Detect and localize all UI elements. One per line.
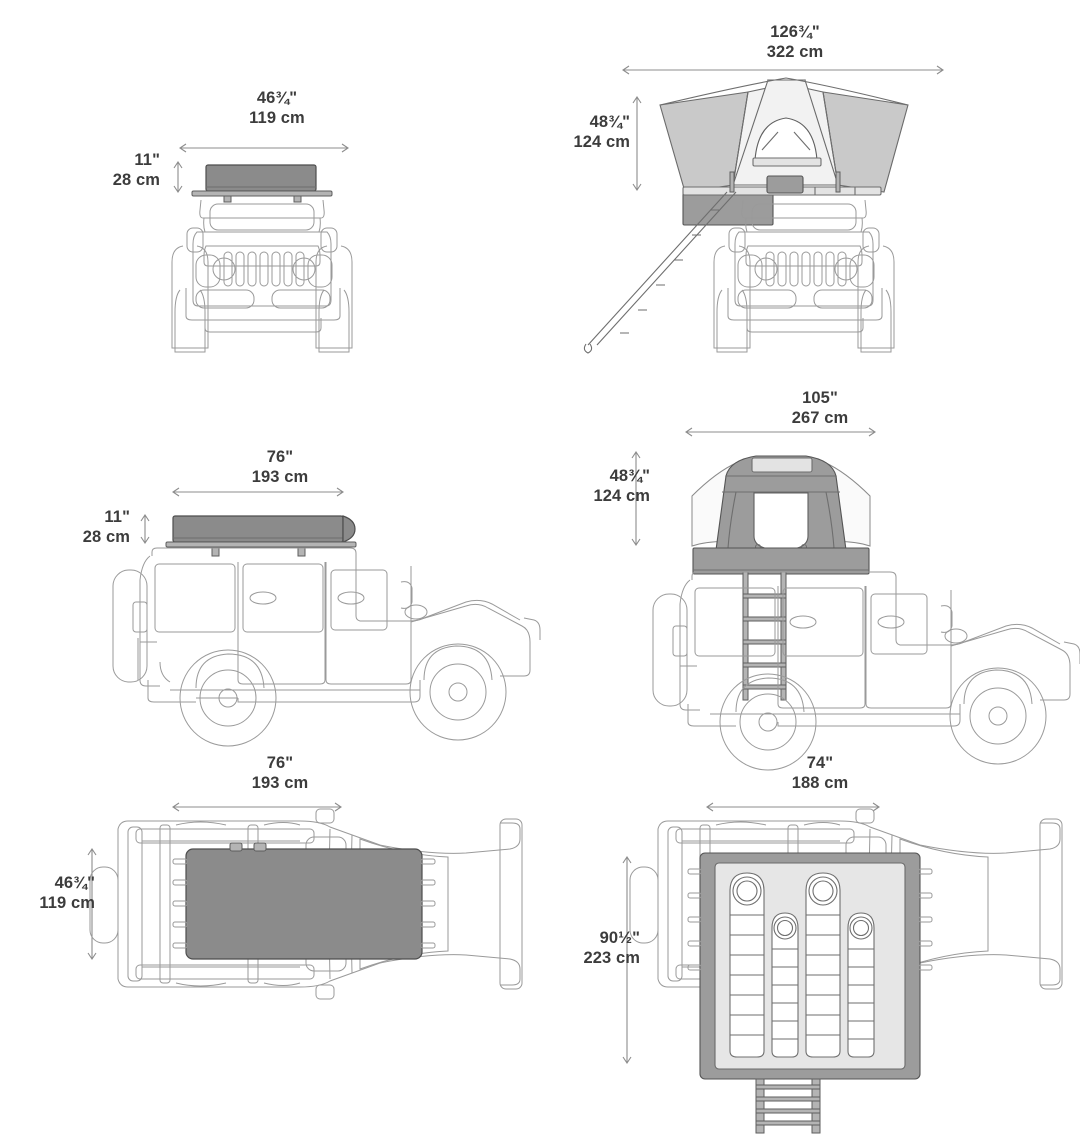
panel-top-open: 74" 188 cm 90½" 223 cm — [540, 754, 1080, 1146]
dim-value-metric: 322 cm — [766, 43, 824, 61]
arrow-width — [87, 848, 97, 960]
jeep-side-outline — [652, 571, 1080, 771]
drawing-top-closed — [87, 802, 523, 1000]
dim-side-open-length: 105" 267 cm — [740, 388, 900, 428]
dim-front-open-height: 48¾" 124 cm — [520, 112, 630, 152]
sleeping-bag-child-1 — [771, 912, 799, 1058]
tent-closed-shell — [205, 164, 317, 192]
tent-closed-footprint — [172, 842, 436, 960]
sleeping-bag-child-2 — [847, 912, 875, 1058]
tent-base — [692, 547, 870, 575]
dim-front-open-width: 126¾" 322 cm — [710, 22, 880, 62]
drawing-side-closed — [112, 487, 541, 747]
ladder — [583, 191, 737, 354]
dim-front-closed-width: 46¾" 119 cm — [197, 88, 357, 128]
dim-value-metric: 193 cm — [251, 468, 309, 486]
jeep-front-outline — [171, 199, 353, 353]
tent-closed-shell — [172, 515, 356, 543]
panel-front-closed: 46¾" 119 cm 11" 28 cm — [0, 0, 540, 380]
dim-value-imperial: 48¾" — [609, 467, 650, 485]
dim-value-imperial: 126¾" — [770, 23, 820, 41]
dim-value-metric: 119 cm — [249, 109, 305, 127]
dim-value-metric: 119 cm — [39, 894, 95, 912]
spare-tire — [112, 569, 148, 683]
drawing-top-open — [622, 802, 1063, 1134]
dim-value-imperial: 76" — [266, 754, 294, 772]
dim-value-imperial: 76" — [266, 448, 294, 466]
arrow-length — [172, 487, 344, 497]
dim-side-closed-length: 76" 193 cm — [200, 447, 360, 487]
dim-value-imperial: 74" — [806, 754, 834, 772]
arrow-length — [685, 427, 876, 437]
sleeping-bag-adult-1 — [729, 872, 765, 1058]
dim-value-imperial: 11" — [134, 151, 160, 169]
arrow-height — [632, 96, 642, 191]
tent-base — [682, 171, 882, 226]
grille — [765, 251, 847, 287]
drawing-front-open — [583, 65, 944, 354]
arrow-width — [706, 802, 880, 812]
arrow-length — [622, 856, 632, 1064]
spare-tire — [629, 866, 659, 944]
jeep-side-outline — [112, 547, 541, 747]
spare-tire — [89, 866, 119, 944]
arrow-length — [172, 802, 342, 812]
roof-rack — [165, 541, 357, 557]
dim-value-imperial: 90½" — [599, 929, 640, 947]
dim-top-open-width: 74" 188 cm — [740, 753, 900, 793]
panel-top-closed: 76" 193 cm 46¾" 119 cm — [0, 754, 540, 1146]
dim-value-metric: 267 cm — [791, 409, 849, 427]
dim-side-open-height: 48¾" 124 cm — [540, 466, 650, 506]
arrow-height — [631, 451, 641, 546]
jeep-front-outline — [713, 199, 895, 353]
dim-value-imperial: 48¾" — [589, 113, 630, 131]
panel-front-open: 126¾" 322 cm 48¾" 124 cm — [540, 0, 1080, 380]
ladder — [755, 1078, 821, 1134]
dim-value-imperial: 46¾" — [256, 89, 298, 107]
drawing-side-open — [631, 427, 1080, 771]
dim-value-metric: 124 cm — [593, 487, 650, 505]
sleeping-bag-adult-2 — [805, 872, 841, 1058]
arrow-height — [173, 161, 183, 193]
dim-value-metric: 223 cm — [583, 949, 640, 967]
dim-value-imperial: 46¾" — [54, 874, 95, 892]
tent-open-side — [691, 455, 871, 551]
dim-value-metric: 124 cm — [573, 133, 630, 151]
dim-value-metric: 28 cm — [82, 528, 130, 546]
panel-side-closed: 76" 193 cm 11" 28 cm — [0, 380, 541, 763]
arrow-width — [622, 65, 944, 75]
tent-open-footprint — [687, 852, 933, 1080]
arrow-height — [140, 514, 150, 544]
ladder — [742, 571, 787, 701]
dim-top-open-length: 90½" 223 cm — [530, 928, 640, 968]
spare-tire — [652, 593, 688, 707]
roof-rack — [191, 190, 333, 203]
arrow-width — [179, 143, 349, 153]
dim-front-closed-height: 11" 28 cm — [50, 150, 160, 190]
bumper-right — [271, 289, 331, 309]
dim-value-imperial: 105" — [802, 389, 838, 407]
panel-side-open: 105" 267 cm 48¾" 124 cm — [540, 380, 1080, 771]
headlight-surround-right — [307, 254, 333, 288]
grille — [223, 251, 305, 287]
dim-value-imperial: 11" — [104, 508, 130, 526]
dim-value-metric: 193 cm — [251, 774, 309, 792]
drawing-front-closed — [171, 143, 353, 353]
dim-value-metric: 188 cm — [791, 774, 849, 792]
dim-top-closed-width: 46¾" 119 cm — [0, 873, 95, 913]
bumper-left — [195, 289, 255, 309]
tent-open-canopy — [659, 77, 909, 193]
dim-top-closed-length: 76" 193 cm — [200, 753, 360, 793]
dim-side-closed-height: 11" 28 cm — [20, 507, 130, 547]
dim-value-metric: 28 cm — [112, 171, 160, 189]
